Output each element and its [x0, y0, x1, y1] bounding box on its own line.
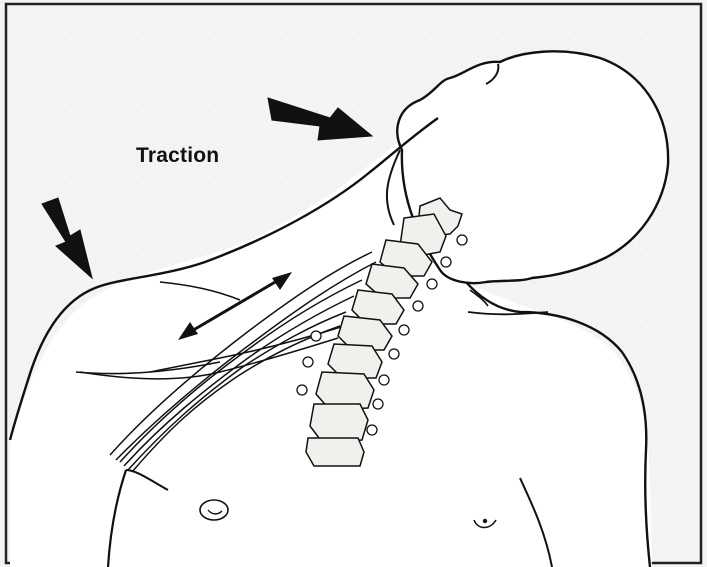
traction-label: Traction: [136, 144, 219, 168]
